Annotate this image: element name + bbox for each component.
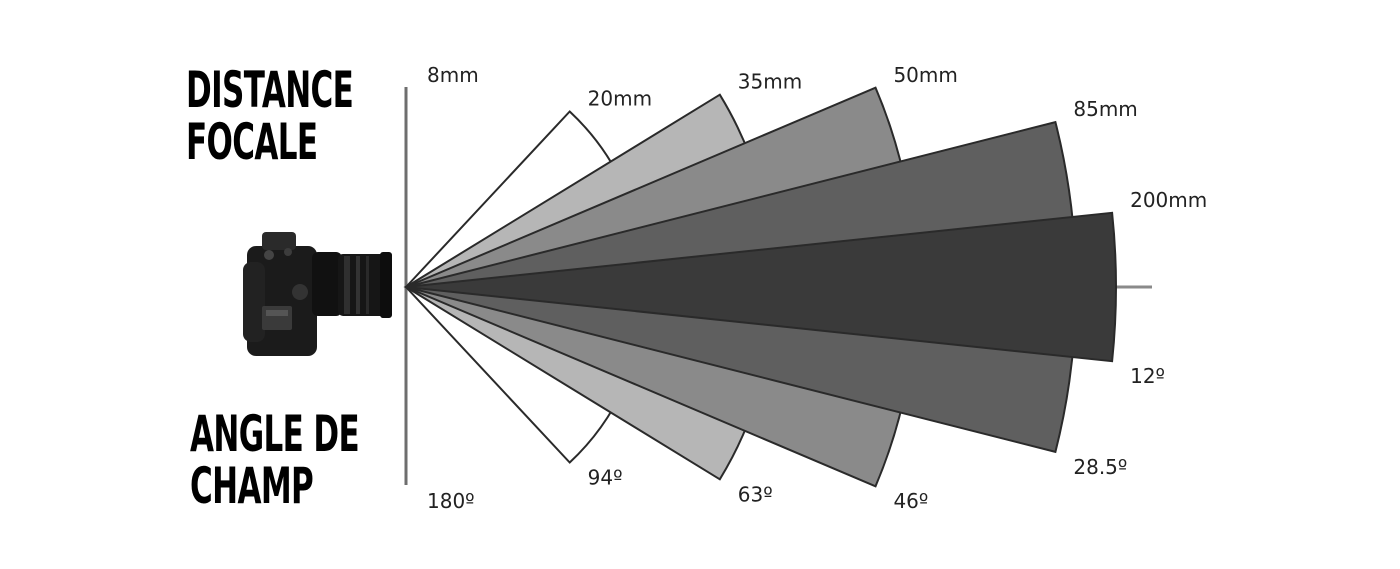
focal-label-35mm: 35mm (738, 70, 802, 94)
dslr-camera-icon (243, 232, 392, 356)
angle-of-view-title: ANGLE DE CHAMP (190, 405, 360, 515)
angle-label-8mm: 180º (427, 489, 475, 513)
angle-of-view-title-line1: ANGLE DE (190, 405, 360, 463)
fov-sector-200mm (405, 211, 1117, 363)
focal-length-title-line1: DISTANCE (186, 61, 354, 119)
focal-length-title: DISTANCE FOCALE (186, 61, 354, 171)
focal-label-20mm: 20mm (588, 86, 652, 110)
focal-label-50mm: 50mm (893, 63, 957, 87)
focal-label-200mm: 200mm (1130, 188, 1207, 212)
angle-label-50mm: 46º (893, 489, 928, 513)
angle-of-view-title-line2: CHAMP (190, 457, 314, 515)
angle-label-20mm: 94º (588, 466, 623, 490)
focal-label-85mm: 85mm (1073, 97, 1137, 121)
angle-label-35mm: 63º (738, 482, 773, 506)
focal-label-8mm: 8mm (427, 63, 479, 87)
angle-label-85mm: 28.5º (1073, 455, 1127, 479)
fan-group (403, 86, 1117, 488)
label-group: 8mm 180º 20mm 94º 35mm 63º 50mm 46º 85mm 28.5º 200… (427, 63, 1207, 513)
angle-label-200mm: 12º (1130, 364, 1165, 388)
focal-length-title-line2: FOCALE (186, 113, 318, 171)
